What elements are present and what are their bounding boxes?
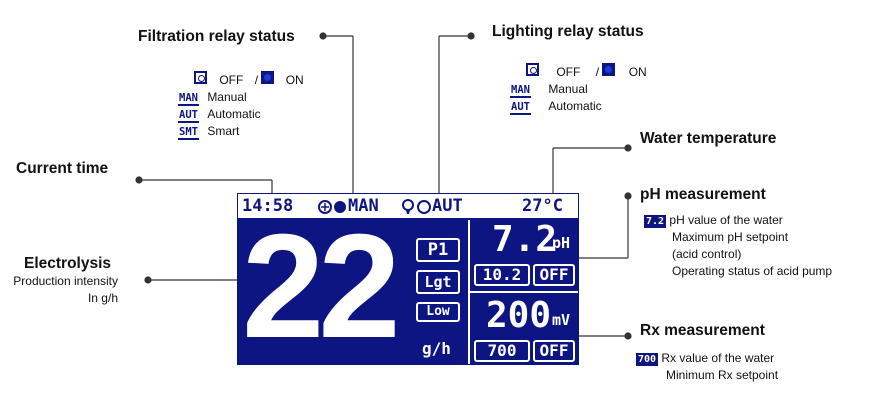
lcd-rx-pump-box: OFF — [533, 340, 575, 362]
light-bulb-icon — [402, 199, 431, 214]
rx-line1: Rx value of the water — [661, 351, 775, 365]
electrolysis-title: Electrolysis — [24, 255, 112, 272]
aut-icon: AUT — [178, 109, 199, 123]
lighting-mode-label: Manual — [548, 82, 588, 96]
ph-title: pH measurement — [640, 186, 766, 203]
on-status-icon — [261, 71, 275, 84]
rx-value-tag: 700 — [636, 353, 659, 366]
filtration-mode-label: Smart — [207, 124, 240, 138]
off-status-icon — [526, 63, 539, 76]
on-status-icon — [602, 63, 616, 76]
filtration-relay-title: Filtration relay status — [138, 28, 295, 45]
filtration-pump-icon — [318, 200, 346, 214]
man-icon: MAN — [178, 92, 199, 106]
current-time-title: Current time — [16, 160, 109, 177]
filtration-on-label: ON — [285, 73, 304, 87]
filtration-mode-smart: SMT Smart — [178, 123, 261, 140]
ph-line3: (acid control) — [672, 247, 742, 261]
electrolysis-line1: Production intensity — [13, 274, 118, 288]
lcd-ph-setpoint-box: 10.2 — [474, 264, 530, 286]
lcd-lighting-mode: AUT — [432, 196, 463, 216]
lcd-low-box: Low — [416, 302, 460, 322]
rx-line2: Minimum Rx setpoint — [666, 368, 779, 382]
lighting-mode-list: MAN Manual AUT Automatic — [510, 81, 602, 115]
lcd-ph-pump-box: OFF — [533, 264, 575, 286]
smt-icon: SMT — [178, 126, 199, 140]
lcd-filtration-mode: MAN — [348, 196, 379, 216]
lighting-relay-title: Lighting relay status — [492, 23, 644, 40]
filtration-slash: / — [254, 73, 259, 87]
rx-title: Rx measurement — [640, 322, 765, 339]
ph-value-tag: 7.2 — [644, 215, 667, 228]
lcd-display: 14:58 MAN AUT 27°C 22 P1 Lgt Low g/h 7.2… — [237, 193, 579, 365]
lcd-rx-unit: mV — [552, 311, 571, 329]
lcd-status-bar: 14:58 MAN AUT 27°C — [238, 194, 578, 220]
filtration-mode-manual: MAN Manual — [178, 89, 261, 106]
lcd-ph-unit: pH — [552, 234, 571, 252]
lighting-slash: / — [595, 65, 600, 79]
ph-description: 7.2 pH value of the water Maximum pH set… — [644, 212, 832, 280]
lcd-horizontal-divider — [468, 291, 578, 293]
lcd-temperature: 27°C — [522, 196, 563, 216]
electrolysis-line2: In g/h — [87, 291, 118, 305]
lighting-off-on-legend: OFF / ON — [526, 63, 647, 79]
lcd-rx-setpoint-box: 700 — [474, 340, 530, 362]
filtration-mode-list: MAN Manual AUT Automatic SMT Smart — [178, 89, 261, 140]
lighting-on-label: ON — [628, 65, 647, 79]
off-status-icon — [194, 71, 207, 84]
aut-icon: AUT — [510, 101, 531, 115]
filtration-off-label: OFF — [219, 73, 244, 87]
lcd-program-box: P1 — [416, 238, 460, 262]
lighting-off-label: OFF — [556, 65, 581, 79]
filtration-mode-label: Automatic — [207, 107, 261, 121]
lighting-mode-automatic: AUT Automatic — [510, 98, 602, 115]
ph-line4: Operating status of acid pump — [672, 264, 833, 278]
rx-description: 700 Rx value of the water Minimum Rx set… — [636, 350, 778, 384]
lcd-production-value: 22 — [242, 204, 401, 365]
lighting-mode-manual: MAN Manual — [510, 81, 602, 98]
lighting-mode-label: Automatic — [548, 99, 602, 113]
lcd-time: 14:58 — [242, 196, 294, 216]
filtration-mode-automatic: AUT Automatic — [178, 106, 261, 123]
ph-line1: pH value of the water — [669, 213, 783, 227]
lcd-lgt-box: Lgt — [416, 270, 460, 294]
filtration-off-on-legend: OFF / ON — [194, 71, 304, 87]
man-icon: MAN — [510, 84, 531, 98]
ph-line2: Maximum pH setpoint — [672, 230, 789, 244]
filtration-mode-label: Manual — [207, 90, 247, 104]
lcd-rx-value: 200 — [486, 295, 552, 336]
water-temperature-title: Water temperature — [640, 130, 777, 147]
lcd-gh-unit: g/h — [422, 339, 451, 358]
lcd-ph-value: 7.2 — [492, 219, 558, 260]
